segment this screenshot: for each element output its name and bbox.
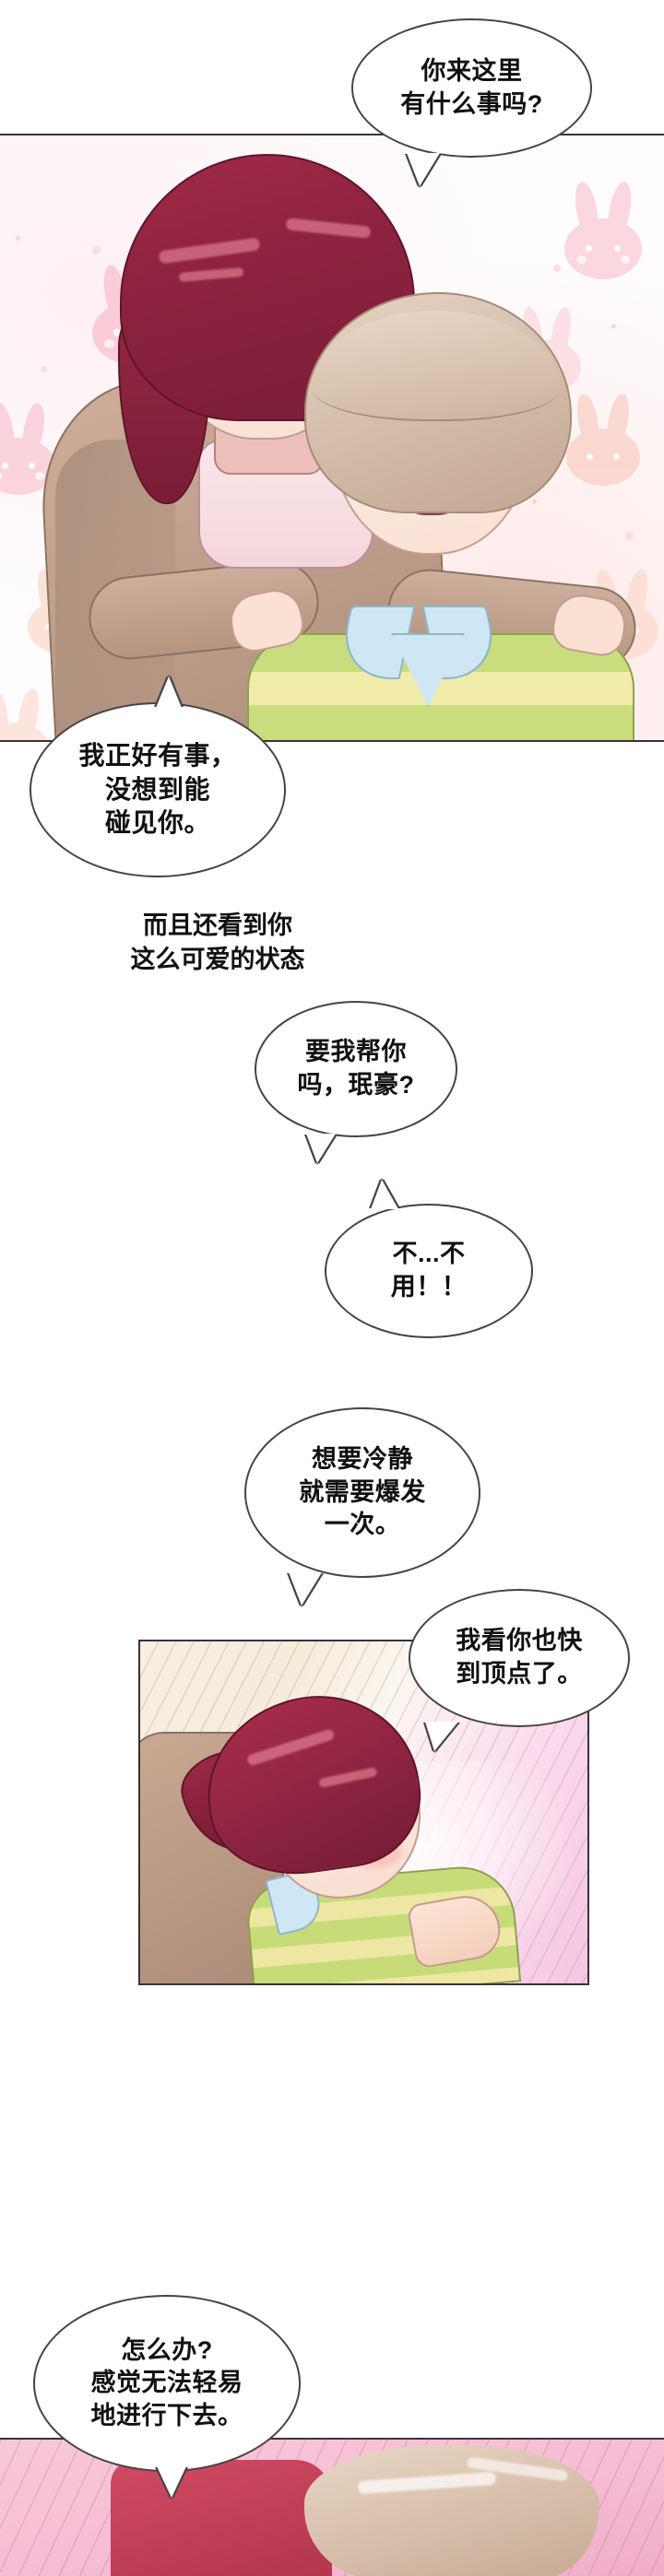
panel-pink-closeup [0, 2438, 664, 2576]
speech-bubble-3: 要我帮你 吗，珉豪? [255, 1001, 457, 1163]
bubble-tail [371, 1180, 398, 1209]
speech-bubble-7: 怎么办? 感觉无法轻易 地进行下去。 [33, 2295, 301, 2498]
wallpaper-dot [92, 246, 101, 254]
bunny-motif-icon [0, 401, 55, 495]
bubble-tail [407, 153, 440, 186]
bunny-motif-icon [564, 180, 642, 279]
bubble-tail [157, 2466, 186, 2498]
sparkle-icon: ✦ [13, 231, 23, 245]
panel-closeup-inset [138, 1640, 589, 1985]
boy-hair-bottom [304, 2445, 599, 2576]
bubble-tail [425, 1722, 458, 1751]
free-floating-text-1: 而且还看到你 这么可爱的状态 [130, 912, 305, 973]
wallpaper-dot [625, 532, 634, 540]
red-shirt [111, 2460, 332, 2576]
wallpaper-dot [41, 366, 47, 372]
sparkle-icon: ✦ [609, 320, 619, 334]
sparkle-icon: ✦ [529, 495, 540, 509]
speech-bubble-2: 我正好有事， 没想到能 碰见你。 [30, 676, 286, 877]
bunny-motif-icon [566, 392, 640, 486]
bubble-tail [306, 1134, 336, 1163]
speech-bubble-4: 不...不 用！！ [325, 1180, 533, 1338]
bunny-motif-icon [0, 687, 50, 740]
speech-bubble-5: 想要冷静 就需要爆发 一次。 [244, 1407, 480, 1606]
bubble-tail [289, 1572, 322, 1606]
speech-bubble-1: 你来这里 有什么事吗? [351, 18, 592, 186]
speech-bubble-6: 我看你也快 到顶点了。 [409, 1589, 630, 1751]
bubble-tail [156, 676, 182, 708]
panel-bedroom-hug: ✦ ✦ ✦ ✦ ✦ ✦ [0, 134, 664, 742]
wallpaper-dot [553, 265, 561, 272]
